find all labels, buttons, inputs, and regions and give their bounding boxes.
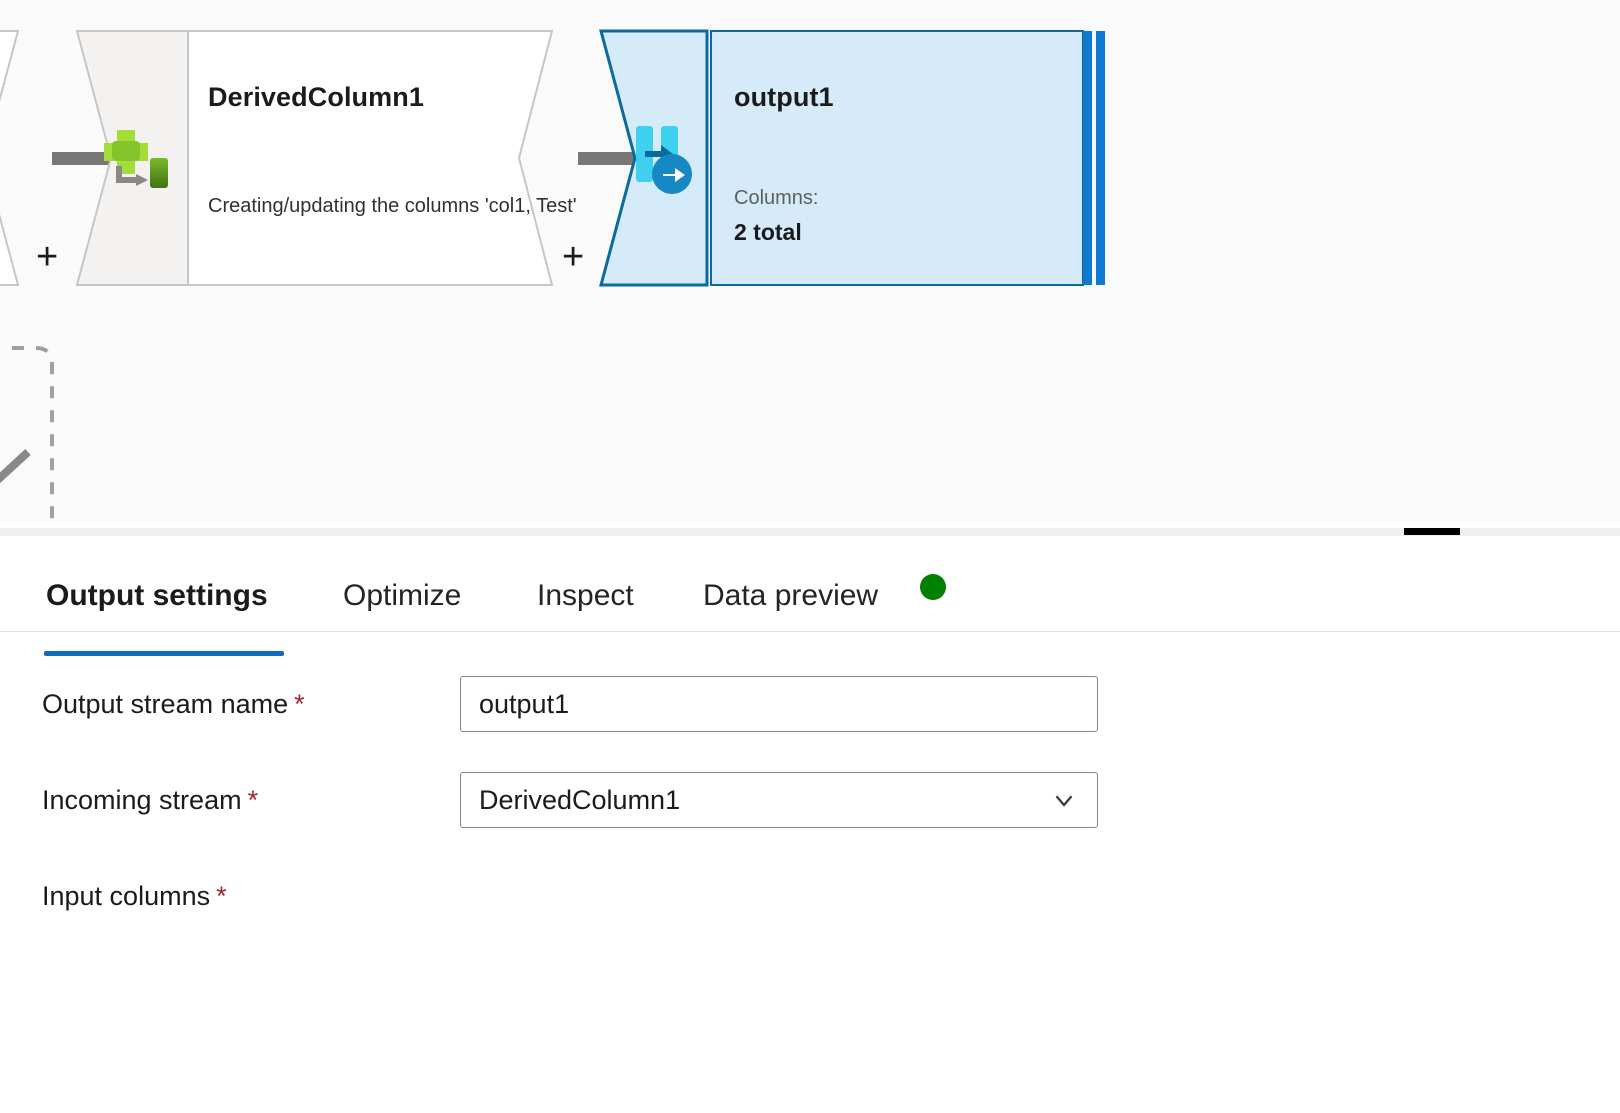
dataflow-canvas[interactable]: DerivedColumn1 Creating/updating the col…	[0, 0, 1620, 522]
node-columns-label: Columns:	[734, 187, 819, 209]
label-output-stream-name: Output stream name*	[42, 689, 305, 719]
add-transform-button[interactable]: +	[562, 236, 585, 278]
tabbar-divider	[0, 631, 1620, 632]
sink-icon	[636, 126, 692, 194]
node-description-derived-column: Creating/updating the columns 'col1, Tes…	[208, 195, 577, 217]
required-indicator: *	[294, 689, 305, 719]
node-title-derived-column: DerivedColumn1	[208, 82, 424, 112]
tab-data-preview[interactable]: Data preview	[701, 560, 880, 632]
tab-inspect[interactable]: Inspect	[535, 560, 636, 632]
panel-splitter[interactable]	[0, 528, 1620, 536]
chevron-down-icon	[1055, 795, 1073, 807]
derived-column-node-shape	[75, 30, 554, 286]
settings-tabbar: Output settings Optimize Inspect Data pr…	[0, 560, 1620, 656]
incoming-stream-dropdown[interactable]: DerivedColumn1	[460, 772, 1098, 828]
settings-panel: Output settings Optimize Inspect Data pr…	[0, 536, 1620, 1113]
required-indicator: *	[247, 785, 259, 815]
label-input-columns: Input columns*	[42, 881, 227, 911]
add-source-button-left[interactable]: +	[36, 236, 59, 278]
derived-column-icon	[104, 130, 168, 188]
data-preview-status-dot	[920, 574, 946, 600]
connector-line-2	[578, 152, 640, 165]
panel-splitter-grip[interactable]	[1404, 528, 1460, 535]
upstream-node-partial	[0, 30, 20, 286]
required-indicator: *	[216, 881, 227, 911]
connector-line	[52, 152, 112, 165]
tab-optimize[interactable]: Optimize	[341, 560, 463, 632]
tab-output-settings[interactable]: Output settings	[44, 560, 270, 632]
dashed-placeholder	[0, 346, 54, 520]
output-stream-name-field[interactable]	[460, 676, 1098, 732]
output-stream-name-input[interactable]	[479, 688, 1079, 720]
sink-node-shape	[599, 29, 1105, 287]
incoming-stream-value: DerivedColumn1	[479, 784, 681, 815]
active-tab-indicator	[44, 651, 284, 656]
label-incoming-stream: Incoming stream*	[42, 785, 259, 815]
node-columns-value: 2 total	[734, 219, 802, 245]
node-title-output1: output1	[734, 82, 834, 112]
